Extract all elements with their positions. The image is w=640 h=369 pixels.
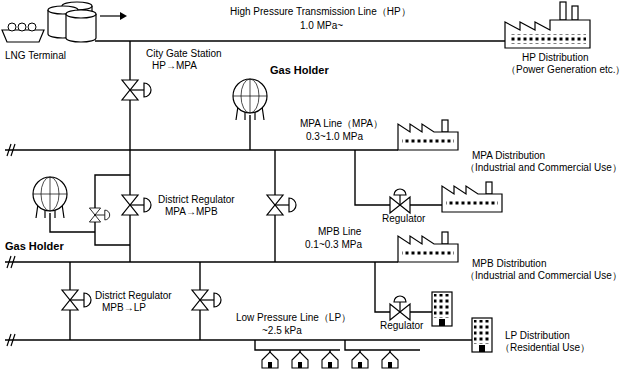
gas-holder: [233, 79, 267, 120]
pressure-step: MPB→LP: [102, 302, 146, 314]
pressure-value: 0.3~1.0 MPa: [306, 131, 363, 143]
line-name: High Pressure Transmission Line（HP）: [230, 6, 411, 18]
lng-terminal: [2, 2, 127, 42]
pressure-value: 0.1~0.3 MPa: [305, 239, 362, 251]
line-name: Low Pressure Line（LP）: [236, 312, 351, 324]
facility-name: Gas Holder: [270, 64, 329, 76]
distribution-name: MPA Distribution: [472, 150, 545, 162]
facility-name: City Gate Station: [146, 48, 222, 60]
pipe-lines: [5, 41, 505, 354]
building: [432, 292, 492, 352]
house: [262, 352, 398, 368]
facility-name: Regulator: [380, 320, 423, 332]
facility-name: District Regulator: [95, 290, 172, 302]
facility-name: District Regulator: [158, 194, 235, 206]
distribution-use: （Residential Use）: [500, 342, 590, 354]
facility-name: LNG Terminal: [5, 50, 66, 62]
line-name: MPB Line: [318, 226, 361, 238]
pressure-value: 1.0 MPa~: [300, 20, 343, 32]
city-gate-valve: [122, 80, 151, 100]
facility-name: Gas Holder: [5, 240, 64, 252]
distribution-use: （Industrial and Commercial Use）: [465, 270, 622, 282]
district-regulator: [62, 195, 296, 310]
factory: [398, 120, 502, 262]
pressure-value: ~2.5 kPa: [262, 325, 302, 337]
line-name: MPA Line（MPA）: [300, 118, 383, 130]
pressure-step: HP→MPA: [152, 60, 197, 72]
gas-holder: [33, 177, 67, 218]
power-plant: [505, 2, 590, 48]
distribution-use: （Power Generation etc.）: [506, 64, 626, 76]
pressure-step: MPA→MPB: [165, 206, 218, 218]
facility-name: Regulator: [382, 213, 425, 225]
distribution-name: MPB Distribution: [472, 258, 546, 270]
distribution-name: HP Distribution: [522, 52, 589, 64]
distribution-use: （Industrial and Commercial Use）: [465, 162, 622, 174]
distribution-name: LP Distribution: [505, 330, 570, 342]
